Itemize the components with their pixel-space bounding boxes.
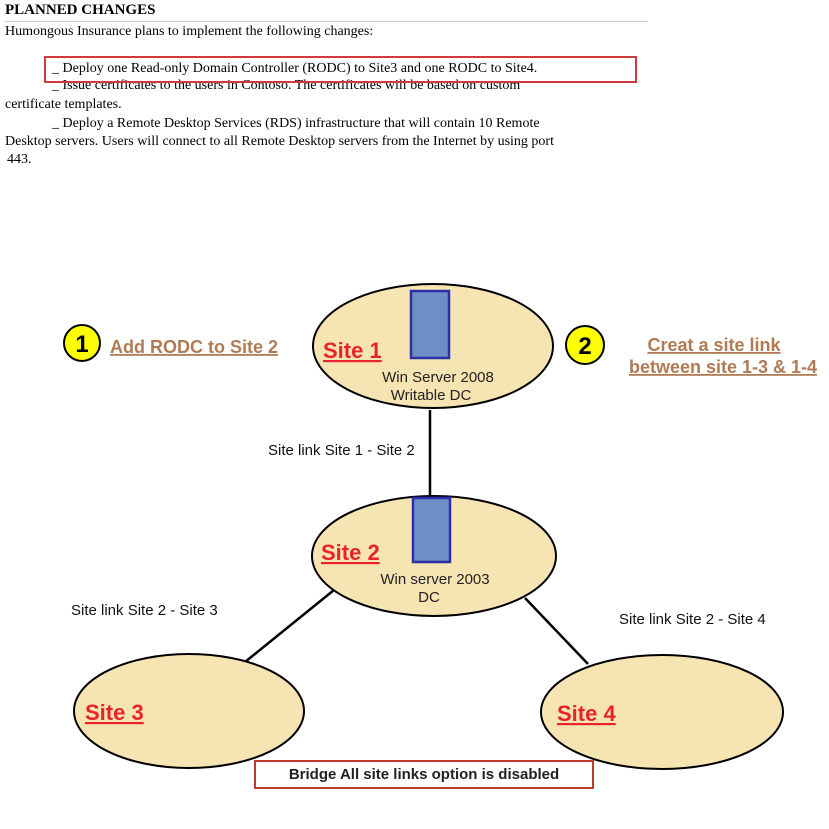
change-item-rds-line3: 443. [7,152,32,167]
site1-server-line2: Writable DC [391,387,472,404]
site-link-2-4-line [524,597,589,665]
step2-circle [565,325,605,365]
step2-text-line2: between site 1-3 & 1-4 [629,357,817,377]
heading-divider [5,21,648,22]
site2-label: Site 2 [321,540,380,565]
step1-number: 1 [75,331,88,358]
change-item-rodc: _ Deploy one Read-only Domain Controller… [52,61,538,76]
site1-label: Site 1 [323,338,382,363]
step1-circle [63,324,101,362]
site-link-2-3-line [244,589,335,663]
bridge-all-site-links-note: Bridge All site links option is disabled [254,760,594,789]
site2-server-line2: DC [418,589,440,606]
site2-server-line1: Win server 2003 [380,571,489,588]
step2-number: 2 [578,333,591,360]
rodc-highlight-box [44,56,637,83]
site-link-2-3-label: Site link Site 2 - Site 3 [71,602,218,619]
step2-text-line1: Creat a site link [647,335,781,355]
site1-server-line1: Win Server 2008 [382,369,494,386]
change-item-rds-line2: Desktop servers. Users will connect to a… [5,134,554,149]
document-heading: PLANNED CHANGES [5,2,156,18]
step1-text: Add RODC to Site 2 [110,337,278,357]
site4-label: Site 4 [557,701,616,726]
site-link-2-4-label: Site link Site 2 - Site 4 [619,611,766,628]
change-item-rds-line1: _ Deploy a Remote Desktop Services (RDS)… [52,116,540,131]
site4-ellipse [540,654,784,770]
site2-server-icon [411,496,452,564]
site1-server-icon [409,289,451,360]
intro-text: Humongous Insurance plans to implement t… [5,24,374,39]
site3-ellipse [73,653,305,769]
site3-label: Site 3 [85,700,144,725]
change-item-certificates-line2: certificate templates. [5,97,122,112]
site-link-1-2-label: Site link Site 1 - Site 2 [268,442,415,459]
